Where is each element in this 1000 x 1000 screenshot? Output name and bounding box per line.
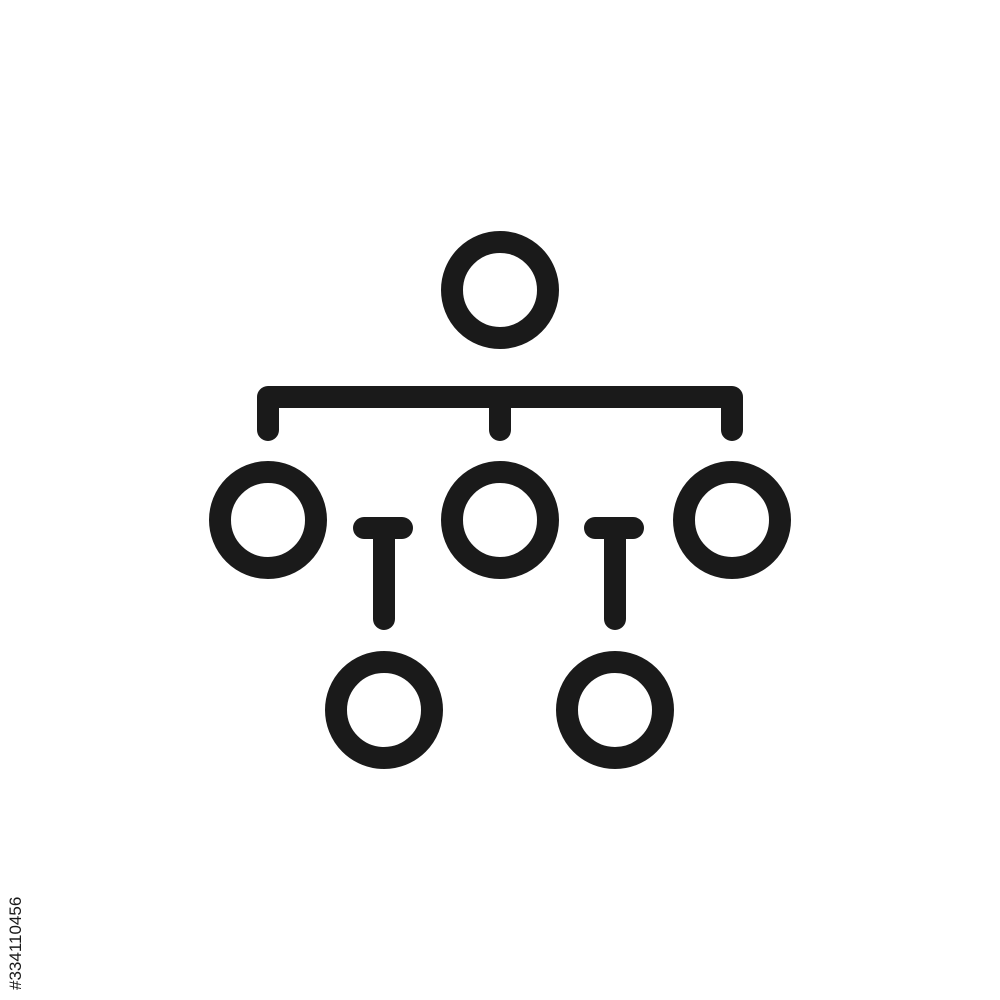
connector-bracket [257, 386, 743, 441]
left-t-connector [353, 517, 413, 630]
middle-right-node-circle [673, 461, 791, 579]
top-node-circle [441, 231, 559, 349]
middle-center-node-circle [441, 461, 559, 579]
bottom-right-node-circle [556, 651, 674, 769]
middle-left-node-circle [209, 461, 327, 579]
bottom-left-node-circle [325, 651, 443, 769]
stock-id-label: #334110456 [6, 896, 25, 990]
right-t-connector [584, 517, 644, 630]
